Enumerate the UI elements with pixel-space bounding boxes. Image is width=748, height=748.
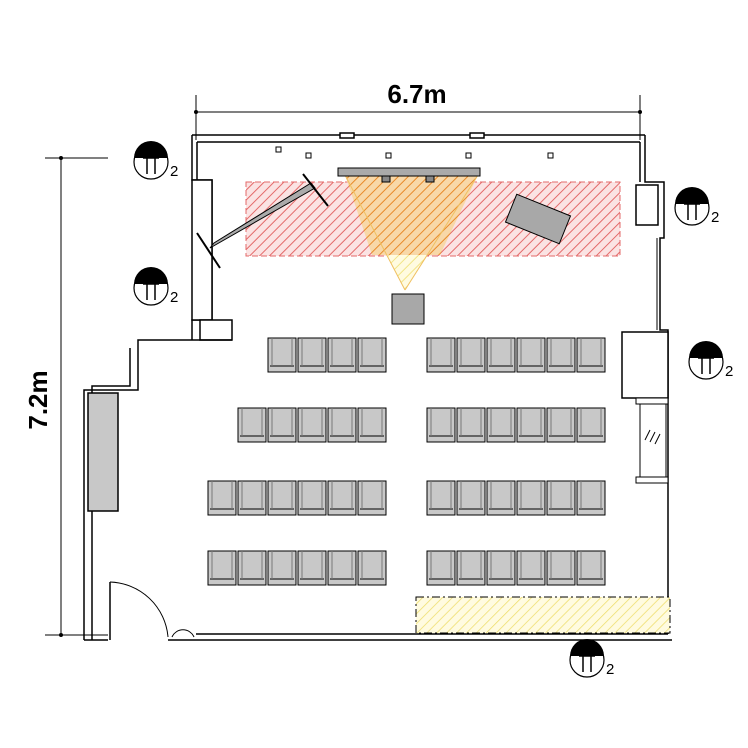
outlet-count-label: 2	[725, 363, 733, 380]
outlet-count-label: 2	[170, 163, 178, 180]
lectern-table	[504, 193, 572, 245]
reserved-zone	[415, 596, 671, 634]
chair	[357, 407, 387, 443]
chair	[297, 407, 327, 443]
chair	[426, 480, 456, 516]
chair	[327, 480, 357, 516]
chair	[267, 407, 297, 443]
chair	[516, 480, 546, 516]
chair	[267, 550, 297, 586]
outlet-count-label: 2	[606, 661, 614, 678]
chair	[297, 480, 327, 516]
chair	[546, 550, 576, 586]
outlet-count-label: 2	[170, 289, 178, 306]
chair	[207, 480, 237, 516]
chair	[327, 337, 357, 373]
chair	[486, 480, 516, 516]
outlet-symbol-icon: 2	[674, 187, 719, 226]
chair	[267, 337, 297, 373]
chair	[486, 550, 516, 586]
width-label: 6.7m	[387, 79, 446, 109]
chair	[576, 337, 606, 373]
chair	[486, 407, 516, 443]
height-label: 7.2m	[23, 370, 53, 429]
chair	[426, 550, 456, 586]
chair	[486, 337, 516, 373]
chair	[237, 550, 267, 586]
outlet-count-label: 2	[711, 209, 719, 226]
chair	[207, 550, 237, 586]
chair	[456, 480, 486, 516]
chair	[237, 407, 267, 443]
chair	[426, 407, 456, 443]
chair	[456, 407, 486, 443]
outlet-symbol-icon: 2	[569, 639, 614, 678]
chair	[456, 550, 486, 586]
chair	[576, 407, 606, 443]
chair	[546, 337, 576, 373]
chair	[237, 480, 267, 516]
chair	[546, 407, 576, 443]
chair	[357, 480, 387, 516]
chair	[516, 550, 546, 586]
projector	[391, 293, 425, 325]
chair	[516, 337, 546, 373]
outlet-symbol-icon: 2	[133, 267, 178, 306]
chair	[516, 407, 546, 443]
chair	[297, 550, 327, 586]
projection-screen	[337, 167, 481, 183]
chair	[357, 550, 387, 586]
seating-area	[207, 337, 606, 586]
chair	[546, 480, 576, 516]
chair	[327, 407, 357, 443]
outlet-symbols: 2 2 2 2 2	[133, 141, 733, 678]
projection-cone	[345, 175, 478, 255]
chair	[576, 480, 606, 516]
chair	[576, 550, 606, 586]
chair	[327, 550, 357, 586]
width-dimension: 6.7m	[194, 79, 642, 140]
chair	[426, 337, 456, 373]
chair	[267, 480, 297, 516]
ceiling-fixtures	[275, 146, 554, 159]
side-screen	[196, 173, 329, 269]
chair	[357, 337, 387, 373]
height-dimension: 7.2m	[23, 156, 108, 637]
outlet-symbol-icon: 2	[688, 341, 733, 380]
chair	[297, 337, 327, 373]
outlet-symbol-icon: 2	[133, 141, 178, 180]
chair	[456, 337, 486, 373]
